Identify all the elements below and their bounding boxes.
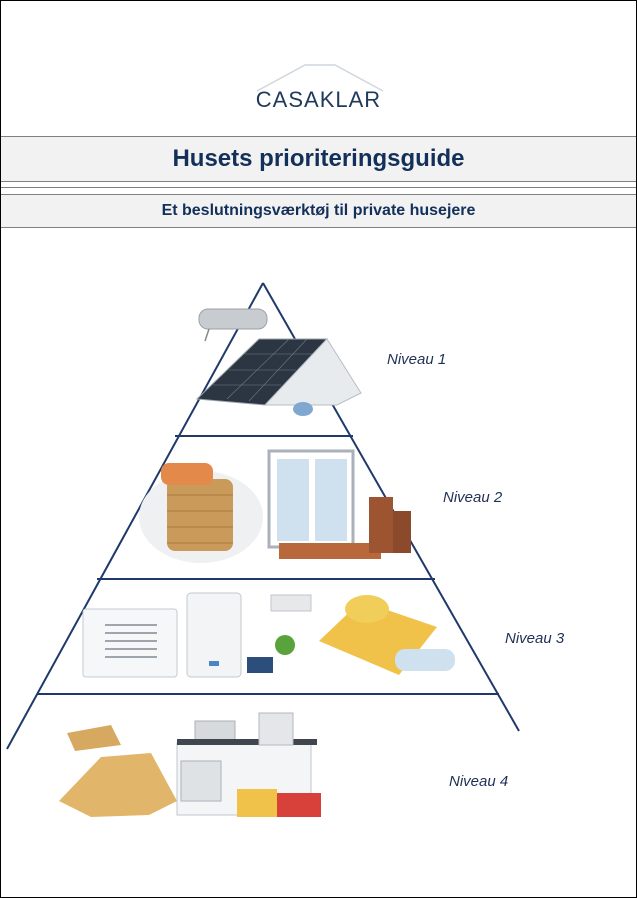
appliance	[258, 712, 294, 746]
level-4-illustration	[59, 712, 321, 817]
insulation-roll	[345, 595, 389, 623]
level-4-label: Niveau 4	[449, 773, 509, 790]
yellow-box	[237, 789, 277, 817]
camera-device	[293, 402, 313, 416]
heat-pump-unit	[186, 592, 242, 678]
roof-structure	[263, 338, 362, 406]
level-3-illustration	[82, 592, 455, 678]
casaklar-logo: CASAKLAR	[1, 63, 636, 113]
wood-plank	[67, 725, 121, 751]
cardboard-pile	[59, 753, 177, 817]
level-2-label: Niveau 2	[443, 489, 503, 506]
sensor-box	[270, 594, 312, 612]
level-1-illustration	[195, 308, 362, 416]
oven	[180, 760, 222, 802]
vent-unit	[82, 608, 178, 678]
roof-tiles	[161, 463, 213, 485]
window-pane-left	[277, 459, 309, 541]
timber-beam-1	[369, 497, 393, 553]
plant	[275, 635, 295, 655]
small-device	[247, 657, 273, 673]
pyramid-left-edge	[6, 282, 264, 750]
red-box	[277, 793, 321, 817]
logo-text: CASAKLAR	[255, 87, 382, 112]
timber-floor	[279, 543, 381, 559]
countertop	[177, 739, 317, 745]
level-3-label: Niveau 3	[505, 630, 565, 647]
timber-beam-2	[393, 511, 411, 553]
level-2-illustration	[139, 449, 411, 563]
roof-icon	[256, 64, 384, 92]
pipe-insulation	[395, 649, 455, 671]
level-1-label: Niveau 1	[387, 351, 447, 368]
divider	[1, 187, 636, 188]
page-subtitle: Et beslutningsværktøj til private huseje…	[1, 194, 636, 228]
gutter-pipe	[198, 308, 268, 330]
page-title: Husets prioriteringsguide	[1, 136, 636, 182]
brick-wall	[167, 479, 233, 551]
window-pane-right	[315, 459, 347, 541]
